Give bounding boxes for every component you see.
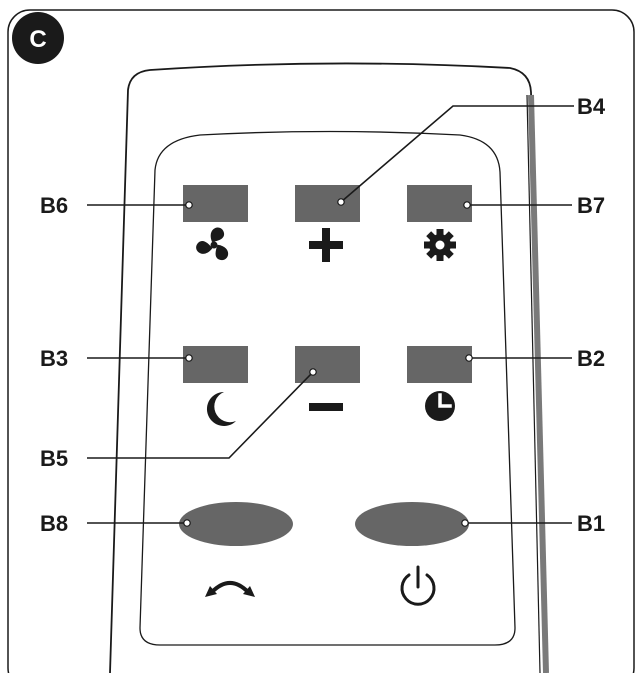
timer-button[interactable] [407, 346, 472, 383]
settings-button[interactable] [407, 185, 472, 222]
remote-side-edge [528, 94, 549, 673]
callout-b6: B6 [40, 193, 68, 218]
power-icon [400, 565, 436, 606]
swing-icon [205, 581, 255, 597]
callout-b8: B8 [40, 511, 68, 536]
remote-side-edge-dark [526, 94, 541, 673]
callout-b4: B4 [577, 94, 606, 119]
panel-badge: C [12, 12, 64, 64]
minus-button[interactable] [295, 346, 360, 383]
anchor-b6 [185, 201, 193, 209]
minus-icon [309, 403, 343, 411]
plus-button[interactable] [295, 185, 360, 222]
swing-button[interactable] [179, 502, 293, 546]
leader-b5 [87, 371, 314, 459]
power-button[interactable] [355, 502, 469, 546]
anchor-b1 [461, 519, 469, 527]
callout-b2: B2 [577, 346, 605, 371]
leader-b4 [340, 105, 574, 203]
sleep-button[interactable] [183, 346, 248, 383]
clock-icon [425, 391, 455, 421]
anchor-b4 [337, 198, 345, 206]
callout-b3: B3 [40, 346, 68, 371]
moon-icon [206, 391, 236, 427]
fan-icon [196, 227, 229, 261]
callout-b7: B7 [577, 193, 605, 218]
panel-badge-label: C [29, 26, 46, 53]
fan-button[interactable] [183, 185, 248, 222]
anchor-b7 [463, 201, 471, 209]
plus-icon [309, 228, 343, 262]
anchor-b2 [465, 354, 473, 362]
callout-b1: B1 [577, 511, 605, 536]
anchor-b3 [185, 354, 193, 362]
gear-icon [424, 229, 456, 261]
anchor-b8 [183, 519, 191, 527]
callout-b5: B5 [40, 446, 68, 471]
anchor-b5 [309, 368, 317, 376]
